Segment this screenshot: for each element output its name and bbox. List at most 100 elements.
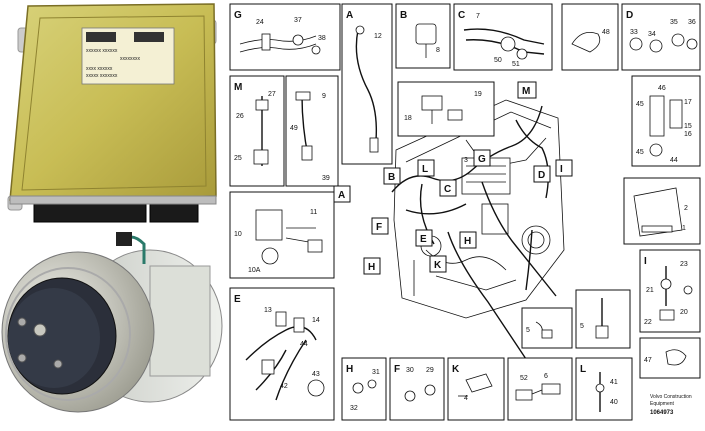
part-number-25: 25 (234, 155, 242, 162)
part-number-51: 51 (512, 61, 520, 68)
inset-e: E 13 14 44 42 43 (229, 287, 335, 421)
part-number-47: 47 (644, 357, 652, 364)
part-number-4: 4 (464, 395, 468, 402)
part-number-49: 49 (290, 125, 298, 132)
part-number-34: 34 (648, 31, 656, 38)
compressor-illustration (0, 226, 226, 426)
part-number-5: 5 (526, 327, 530, 334)
part-number-39: 39 (322, 175, 330, 182)
callout-c: C (458, 10, 465, 21)
inset-ecu: 2 1 (623, 177, 701, 245)
ecu-label-line: xxxxx xxxxxxx (86, 73, 118, 79)
part-number-45: 45 (636, 101, 644, 108)
part-number-1: 1 (682, 225, 686, 232)
part-number-45: 45 (636, 149, 644, 156)
ecu-illustration: xxxxxx xxxxxx xxxxxxxx xxxx xxxxxx xxxxx… (0, 0, 226, 226)
part-number-35: 35 (670, 19, 678, 26)
bolt (17, 353, 27, 363)
callout-h-engine-2: H (368, 262, 375, 273)
callout-b: B (400, 10, 407, 21)
inset-sensor-9: 9 49 (285, 75, 339, 187)
callout-k: K (452, 364, 460, 375)
part-number-14: 14 (312, 317, 320, 324)
callout-f-engine: F (376, 222, 382, 233)
part-number-20: 20 (680, 309, 688, 316)
callout-e: E (234, 294, 241, 305)
callout-m-label: M (522, 86, 530, 97)
bolt (53, 359, 63, 369)
inset-l: L 41 40 (575, 357, 633, 421)
part-number-13: 13 (264, 307, 272, 314)
callout-b-engine: B (388, 172, 395, 183)
part-number-19: 19 (474, 91, 482, 98)
part-number-43: 43 (312, 371, 320, 378)
part-number-44: 44 (300, 341, 308, 348)
part-number-12: 12 (374, 33, 382, 40)
inset-connector-52: 52 6 (507, 357, 573, 421)
ecu-label-line: xxxxxxxx (120, 56, 141, 62)
barcode (86, 32, 116, 42)
part-number-52: 52 (520, 375, 528, 382)
callout-i-engine: I (560, 164, 563, 175)
part-number-30: 30 (406, 367, 414, 374)
part-number-26: 26 (236, 113, 244, 120)
callout-g-engine: G (478, 154, 486, 165)
inset-f: F 30 29 (389, 357, 445, 421)
part-number-10a: 10A (248, 267, 261, 274)
part-number-40: 40 (610, 399, 618, 406)
part-number-33: 33 (630, 29, 638, 36)
callout-m-engine: M (517, 81, 537, 99)
inset-a-top: A 12 (341, 3, 393, 165)
compressor-connector (116, 232, 132, 246)
callout-g: G (234, 10, 242, 21)
callout-f: F (394, 364, 400, 375)
part-number-27: 27 (268, 91, 276, 98)
callout-e-engine: E (420, 234, 427, 245)
part-number-8: 8 (436, 47, 440, 54)
inset-sensor-55: 5 (575, 289, 631, 349)
inset-sensor-18: 19 18 (397, 81, 495, 137)
engine-callouts: A B L C G F E H H K D (333, 149, 573, 275)
callout-k-engine: K (434, 260, 442, 271)
footer-brand-line1: Volvo Construction (650, 394, 692, 400)
wiring-harness-diagram: 3 G 24 37 38 A (226, 0, 705, 426)
footer-code: 1064973 (650, 410, 674, 416)
ac-compressor-photo (0, 226, 226, 426)
bolt (17, 317, 27, 327)
part-number-5: 5 (580, 323, 584, 330)
part-number-44: 44 (670, 157, 678, 164)
callout-h: H (346, 364, 353, 375)
part-number-9: 9 (322, 93, 326, 100)
inset-b: B 8 (395, 3, 451, 69)
part-number-15: 15 (684, 123, 692, 130)
part-number-10: 10 (234, 231, 242, 238)
part-number-22: 22 (644, 319, 652, 326)
inset-g: G 24 37 38 (229, 3, 341, 71)
inset-k: K 4 (447, 357, 505, 421)
inset-m-left: M 27 26 25 (229, 75, 285, 187)
barcode (134, 32, 164, 42)
part-number-41: 41 (610, 379, 618, 386)
part-number-46: 46 (658, 85, 666, 92)
part-number-31: 31 (372, 369, 380, 376)
part-number-29: 29 (426, 367, 434, 374)
part-number-48: 48 (602, 29, 610, 36)
part-number-11: 11 (310, 209, 317, 216)
inset-45: 45 46 17 15 16 45 44 (631, 75, 701, 167)
part-number-42: 42 (280, 383, 288, 390)
callout-a: A (346, 10, 353, 21)
part-number-21: 21 (646, 287, 654, 294)
inset-c: C 7 50 51 (453, 3, 553, 71)
ecu-label-line: xxxxxx xxxxxx (86, 48, 118, 54)
part-number-2: 2 (684, 205, 688, 212)
diagram-svg: 3 G 24 37 38 A (226, 0, 705, 426)
part-number-7: 7 (476, 13, 480, 20)
callout-m: M (234, 82, 242, 93)
bolt (33, 323, 47, 337)
inset-sensor-5: 5 (521, 307, 573, 349)
part-number-23: 23 (680, 261, 688, 268)
callout-d: D (626, 10, 633, 21)
callout-c-engine: C (444, 184, 451, 195)
inset-clamp-48: 48 (561, 3, 619, 71)
part-number-17: 17 (684, 99, 692, 106)
